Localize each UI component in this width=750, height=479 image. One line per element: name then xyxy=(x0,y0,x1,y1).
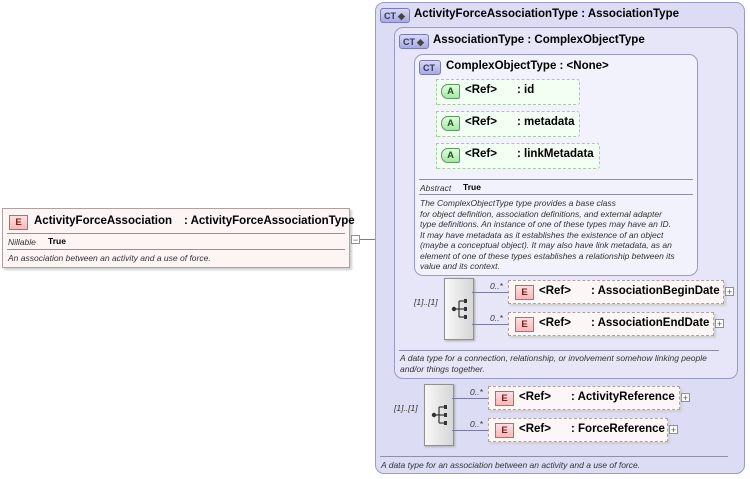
attribute-ref: <Ref> xyxy=(465,116,497,128)
root-element-name: ActivityForceAssociation xyxy=(34,215,173,227)
attribute-badge: A xyxy=(441,148,460,163)
root-element-type: : ActivityForceAssociationType xyxy=(184,215,355,227)
element-force-reference[interactable]: E <Ref> : ForceReference xyxy=(488,418,668,442)
element-name: : ActivityReference xyxy=(571,391,675,403)
connector-seq-to-activity xyxy=(452,398,488,399)
element-multiplicity: 0..* xyxy=(490,281,503,291)
attribute-ref: <Ref> xyxy=(465,148,497,160)
nillable-label: Nillable xyxy=(8,237,36,247)
abstract-value: True xyxy=(463,182,481,192)
sequence-multiplicity: [1]..[1] xyxy=(414,297,438,307)
diamond-icon: ◆ xyxy=(398,11,405,21)
expand-toggle[interactable]: + xyxy=(715,319,724,329)
attribute-id[interactable]: A <Ref> : id xyxy=(436,79,580,105)
complex-type-badge: CT xyxy=(419,60,441,75)
sequence-icon xyxy=(451,299,467,319)
attribute-name: : metadata xyxy=(517,116,575,128)
outer-type-doc: A data type for an association between a… xyxy=(381,460,641,470)
diamond-icon: ◆ xyxy=(417,37,424,47)
element-name: : AssociationBeginDate xyxy=(591,285,720,297)
element-name: : AssociationEndDate xyxy=(591,317,710,329)
element-ref: <Ref> xyxy=(539,285,571,297)
outer-type-title: ActivityForceAssociationType : Associati… xyxy=(414,8,679,20)
element-association-begin-date[interactable]: E <Ref> : AssociationBeginDate xyxy=(508,280,724,304)
element-ref: <Ref> xyxy=(539,317,571,329)
expand-toggle[interactable]: + xyxy=(681,393,690,403)
attribute-ref: <Ref> xyxy=(465,84,497,96)
attribute-link-metadata[interactable]: A <Ref> : linkMetadata xyxy=(436,143,600,169)
element-badge: E xyxy=(495,423,514,438)
complex-object-type-title: ComplexObjectType : <None> xyxy=(446,60,609,72)
collapse-toggle[interactable]: − xyxy=(351,235,360,245)
element-multiplicity: 0..* xyxy=(490,313,503,323)
expand-toggle[interactable]: + xyxy=(669,425,678,435)
complex-object-type-doc: The ComplexObjectType type provides a ba… xyxy=(420,198,675,271)
element-multiplicity: 0..* xyxy=(470,387,483,397)
connector-seq-to-end xyxy=(472,324,508,325)
divider xyxy=(7,233,345,234)
divider xyxy=(7,249,345,250)
attribute-name: : linkMetadata xyxy=(517,148,594,160)
association-type-title: AssociationType : ComplexObjectType xyxy=(433,34,645,46)
element-multiplicity: 0..* xyxy=(470,419,483,429)
attribute-name: : id xyxy=(517,84,535,96)
attribute-metadata[interactable]: A <Ref> : metadata xyxy=(436,111,580,137)
connector-seq-to-begin xyxy=(472,292,508,293)
nillable-value: True xyxy=(48,236,66,246)
attribute-badge: A xyxy=(441,116,460,131)
expand-toggle[interactable]: + xyxy=(725,287,734,297)
connector-root-to-type xyxy=(360,239,375,240)
attribute-badge: A xyxy=(441,84,460,99)
divider xyxy=(399,350,719,351)
element-name: : ForceReference xyxy=(571,423,665,435)
association-type-doc: A data type for a connection, relationsh… xyxy=(400,353,707,374)
element-badge: E xyxy=(515,285,534,300)
root-element-doc: An association between an activity and a… xyxy=(8,253,211,263)
element-association-end-date[interactable]: E <Ref> : AssociationEndDate xyxy=(508,312,714,336)
complex-type-badge: CT◆ xyxy=(399,34,429,49)
complex-type-badge: CT◆ xyxy=(380,8,410,23)
sequence-multiplicity: [1]..[1] xyxy=(394,403,418,413)
sequence-compositor[interactable] xyxy=(424,384,454,446)
divider xyxy=(419,179,693,180)
divider xyxy=(380,456,728,457)
element-badge: E xyxy=(515,317,534,332)
element-ref: <Ref> xyxy=(519,423,551,435)
element-badge: E xyxy=(495,391,514,406)
abstract-label: Abstract xyxy=(420,183,452,193)
element-activity-reference[interactable]: E <Ref> : ActivityReference xyxy=(488,386,680,410)
element-badge: E xyxy=(9,215,28,230)
root-element-box[interactable]: E ActivityForceAssociation : ActivityFor… xyxy=(2,208,355,268)
connector-seq-to-force xyxy=(452,430,488,431)
divider xyxy=(419,194,693,195)
element-ref: <Ref> xyxy=(519,391,551,403)
sequence-compositor[interactable] xyxy=(444,278,474,340)
sequence-icon xyxy=(431,405,447,425)
